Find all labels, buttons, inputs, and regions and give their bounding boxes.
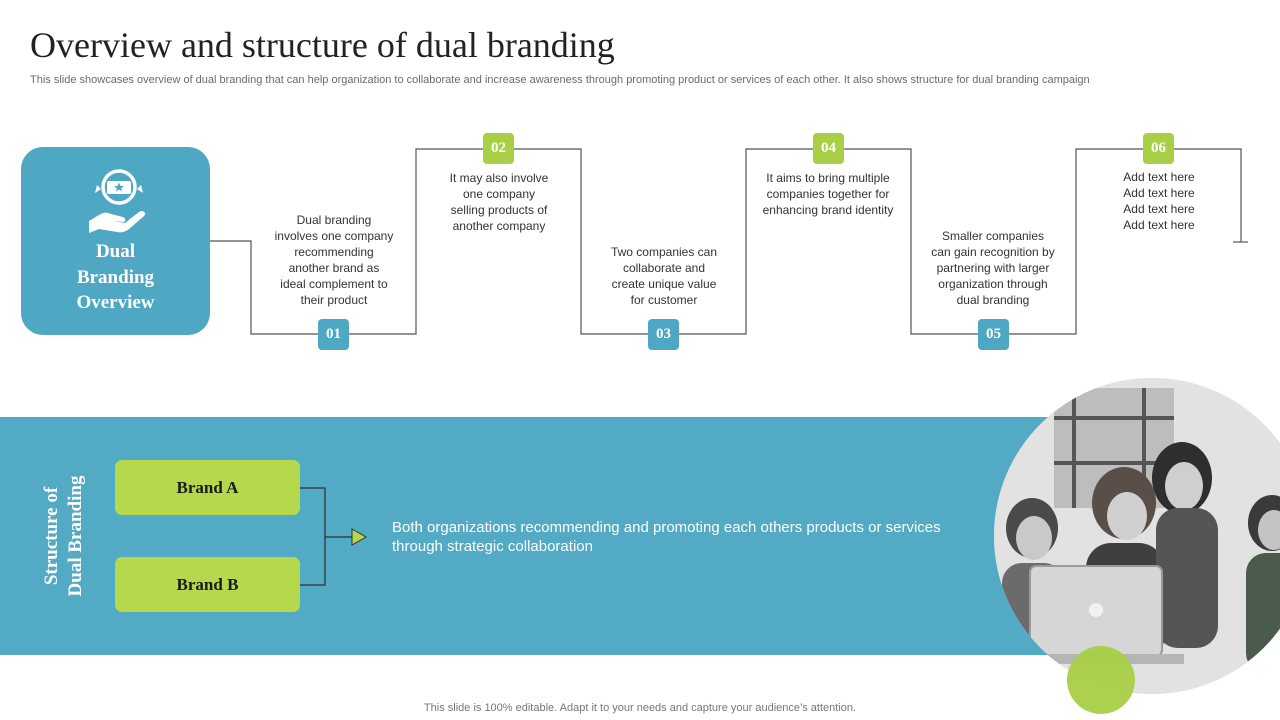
structure-label: Structure of Dual Branding: [40, 436, 88, 636]
step-text-line: another brand as: [288, 261, 380, 275]
step-text-line: selling products of: [450, 203, 548, 217]
structure-label-line: Structure of: [41, 486, 62, 586]
step-text-line: can gain recognition by: [931, 245, 1055, 259]
decorative-green-circle: [1067, 646, 1135, 714]
step-text-line: Two companies can: [610, 245, 718, 259]
step-path: [210, 148, 1248, 335]
step-badge-06: 06: [1143, 133, 1174, 164]
step-text-02: It may also involve one company selling …: [421, 170, 577, 234]
step-text-line: companies together for: [766, 187, 890, 201]
step-badge-01: 01: [318, 319, 349, 350]
page-subtitle: This slide showcases overview of dual br…: [30, 74, 1090, 86]
step-badge-03: 03: [648, 319, 679, 350]
step-text-line: enhancing brand identity: [762, 203, 894, 217]
step-text-line: ideal complement to: [280, 277, 388, 291]
brand-a-box: Brand A: [115, 460, 300, 515]
step-text-line: Dual branding: [296, 213, 372, 227]
step-text-line: Add text here: [1123, 202, 1195, 216]
footer-note: This slide is 100% editable. Adapt it to…: [0, 702, 1280, 714]
page-title: Overview and structure of dual branding: [30, 25, 615, 65]
step-badge-05: 05: [978, 319, 1009, 350]
brand-b-box: Brand B: [115, 557, 300, 612]
step-text-01: Dual branding involves one company recom…: [256, 212, 412, 308]
structure-description: Both organizations recommending and prom…: [392, 519, 941, 555]
step-text-line: organization through: [938, 277, 1048, 291]
step-text-line: involves one company: [274, 229, 394, 243]
step-text-line: It may also involve: [449, 171, 549, 185]
structure-label-line: Dual Branding: [65, 475, 86, 597]
overview-heading-line: Overview: [76, 292, 155, 313]
step-text-line: It aims to bring multiple: [766, 171, 890, 185]
hand-with-badge-icon: [89, 169, 146, 233]
step-text-line: Add text here: [1123, 186, 1195, 200]
step-text-line: one company: [462, 187, 536, 201]
step-text-line: Add text here: [1123, 170, 1195, 184]
step-text-line: partnering with larger: [936, 261, 1050, 275]
step-badge-04: 04: [813, 133, 844, 164]
overview-heading-line: Branding: [76, 266, 155, 288]
structure-band: [0, 417, 1090, 655]
step-text-line: recommending: [294, 245, 374, 259]
step-text-04: It aims to bring multiple companies toge…: [748, 170, 908, 218]
step-badge-02: 02: [483, 133, 514, 164]
step-text-03: Two companies can collaborate and create…: [586, 244, 742, 308]
overview-heading: Dual Branding Overview: [21, 239, 210, 316]
overview-card: Dual Branding Overview: [21, 147, 210, 335]
step-text-line: dual branding: [956, 293, 1030, 307]
team-photo: [994, 378, 1280, 694]
step-text-line: create unique value: [611, 277, 717, 291]
step-text-line: collaborate and: [622, 261, 706, 275]
step-text-line: another company: [452, 219, 546, 233]
step-text-05: Smaller companies can gain recognition b…: [913, 228, 1073, 308]
step-text-line: Add text here: [1123, 218, 1195, 232]
step-text-line: Smaller companies: [941, 229, 1045, 243]
step-text-line: their product: [300, 293, 368, 307]
step-text-06: Add text here Add text here Add text her…: [1081, 169, 1237, 233]
overview-heading-line: Dual: [95, 241, 136, 262]
footer-text: This slide is 100% editable. Adapt it to…: [423, 702, 857, 714]
step-text-line: for customer: [630, 293, 698, 307]
